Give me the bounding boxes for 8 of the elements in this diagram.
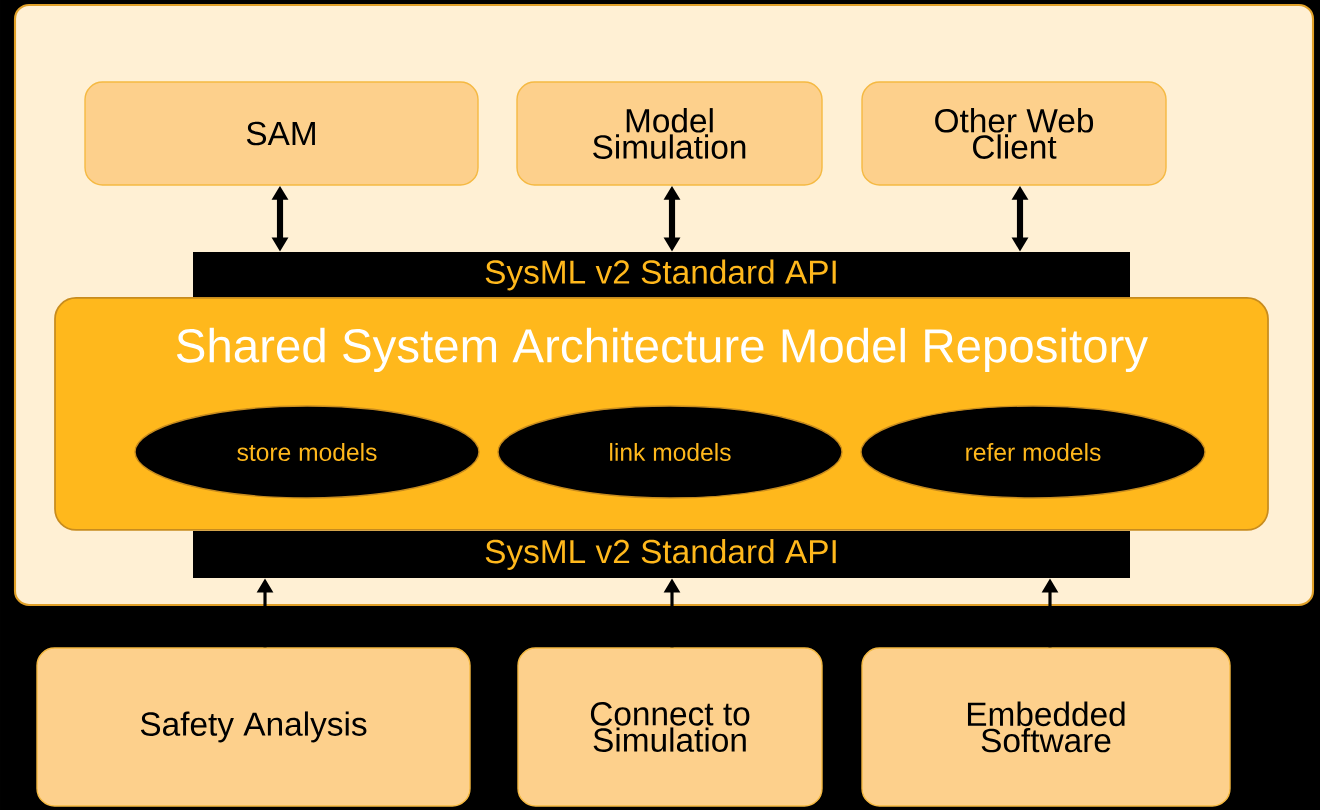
api-bar: SysML v2 Standard API xyxy=(193,252,1130,298)
client-box: SAM xyxy=(84,81,479,186)
client-box: Embedded Software xyxy=(861,647,1231,807)
api-bar: SysML v2 Standard API xyxy=(193,531,1130,578)
client-box: Other Web Client xyxy=(861,81,1167,186)
client-box: Safety Analysis xyxy=(36,647,471,807)
client-box: Connect to Simulation xyxy=(517,647,823,807)
client-box: Model Simulation xyxy=(516,81,823,186)
